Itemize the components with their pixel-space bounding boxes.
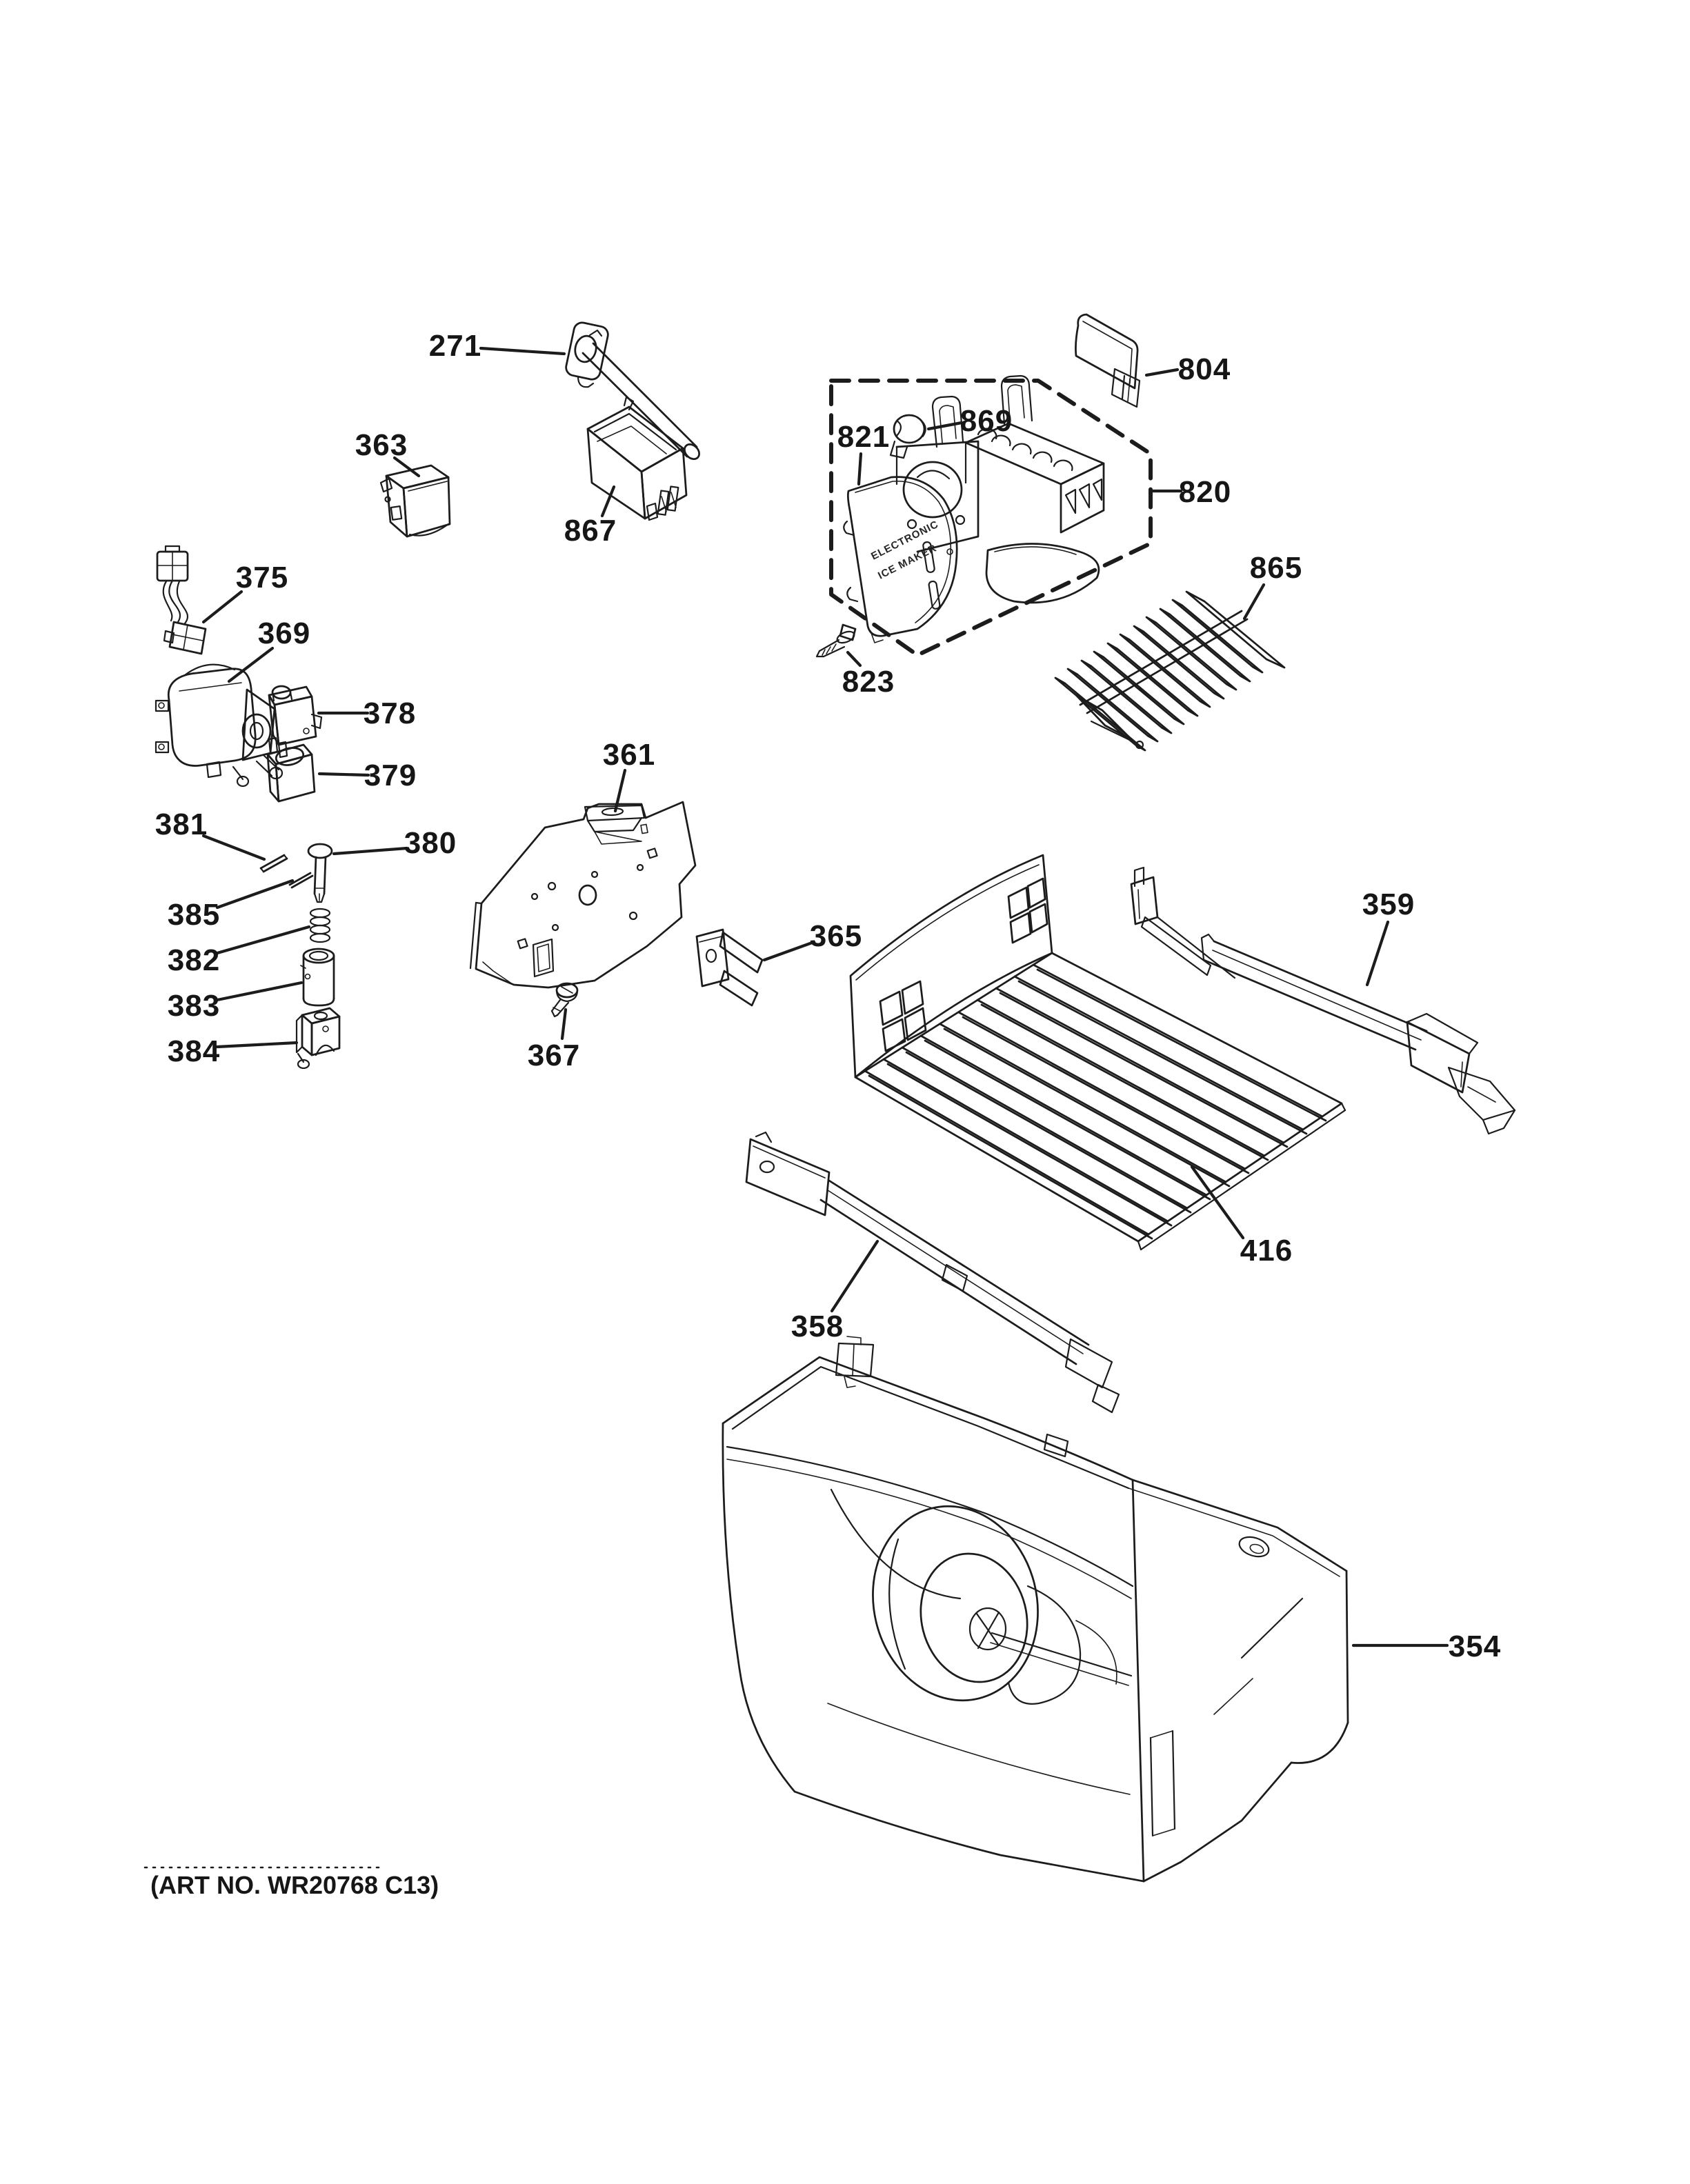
callout-label-383: 383 [168,989,220,1023]
callout-label-416: 416 [1240,1234,1293,1268]
callout-363: 363 [355,428,421,478]
callout-365: 365 [762,919,862,962]
art-number: (ART NO. WR20768 C13) [150,1871,439,1899]
part-ice-stripper [1054,590,1286,752]
part-mounting-plate [469,801,697,989]
part-thermostat [889,414,926,459]
part-crusher-motor [155,663,284,788]
callout-378: 378 [317,697,416,730]
callout-271: 271 [429,329,566,363]
callout-354: 354 [1351,1630,1501,1663]
callout-label-385: 385 [168,898,220,932]
callout-label-363: 363 [355,428,408,462]
callout-369: 369 [227,617,310,683]
callout-label-359: 359 [1362,888,1415,921]
part-auger-motor-module [379,464,451,538]
callout-label-378: 378 [364,697,416,730]
callout-359: 359 [1362,888,1415,987]
part-spring [309,908,331,943]
part-screw-367 [550,982,579,1018]
callout-381: 381 [155,808,266,861]
callout-416: 416 [1190,1165,1293,1268]
callout-label-354: 354 [1449,1630,1501,1663]
callout-823: 823 [842,650,895,699]
part-screw-823 [815,623,857,658]
callout-label-821: 821 [837,420,890,454]
callout-383: 383 [168,981,304,1023]
callout-382: 382 [168,925,311,977]
part-sleeve [300,948,335,1007]
footer: (ART NO. WR20768 C13) [143,1866,439,1899]
part-wire-harness [156,545,207,655]
callout-869: 869 [926,404,1013,438]
callout-379: 379 [317,759,417,792]
callout-label-867: 867 [564,514,617,548]
callout-label-865: 865 [1250,551,1302,585]
part-pivot-pin [259,854,288,873]
callout-label-823: 823 [842,665,895,699]
part-feeler-arm [1075,313,1141,408]
callout-label-379: 379 [364,759,417,792]
part-plunger [307,843,333,903]
callout-385: 385 [168,879,295,932]
callout-label-365: 365 [810,919,862,953]
callout-label-384: 384 [168,1034,220,1068]
callout-867: 867 [564,485,617,548]
part-slide-rail-left [745,1131,1120,1414]
callouts: 271 363 867 375 369 378 379 381 [155,329,1501,1663]
callout-821: 821 [837,420,890,486]
part-pin [288,872,314,889]
part-ice-maker-cover [843,476,958,643]
part-bucket-shelf [849,854,1346,1251]
callout-820: 820 [1149,475,1231,509]
callout-label-361: 361 [603,738,655,772]
callout-358: 358 [791,1239,879,1343]
part-clip [695,928,764,1007]
callout-label-367: 367 [528,1039,580,1072]
callout-label-271: 271 [429,329,481,363]
callout-label-369: 369 [258,617,310,650]
ice-maker-body [895,374,1105,604]
callout-label-358: 358 [791,1310,844,1343]
part-fill-tube [565,321,700,460]
callout-380: 380 [332,826,457,860]
callout-384: 384 [168,1034,299,1068]
part-drip-tray [586,396,688,521]
part-solenoid-cover [266,743,316,803]
callout-361: 361 [603,738,655,813]
callout-375: 375 [201,561,288,624]
part-slide-rail-right [1130,866,1516,1135]
callout-label-804: 804 [1178,352,1231,386]
part-bracket [295,1007,341,1070]
part-ice-bucket [722,1336,1349,1883]
callout-865: 865 [1242,551,1302,621]
callout-label-820: 820 [1179,475,1231,509]
callout-label-869: 869 [960,404,1013,438]
callout-label-382: 382 [168,943,220,977]
callout-label-375: 375 [236,561,288,594]
assembly-820-dashed-outline [829,379,1153,657]
callout-label-381: 381 [155,808,208,841]
callout-label-380: 380 [404,826,457,860]
callout-804: 804 [1144,352,1231,386]
callout-367: 367 [528,1008,580,1072]
